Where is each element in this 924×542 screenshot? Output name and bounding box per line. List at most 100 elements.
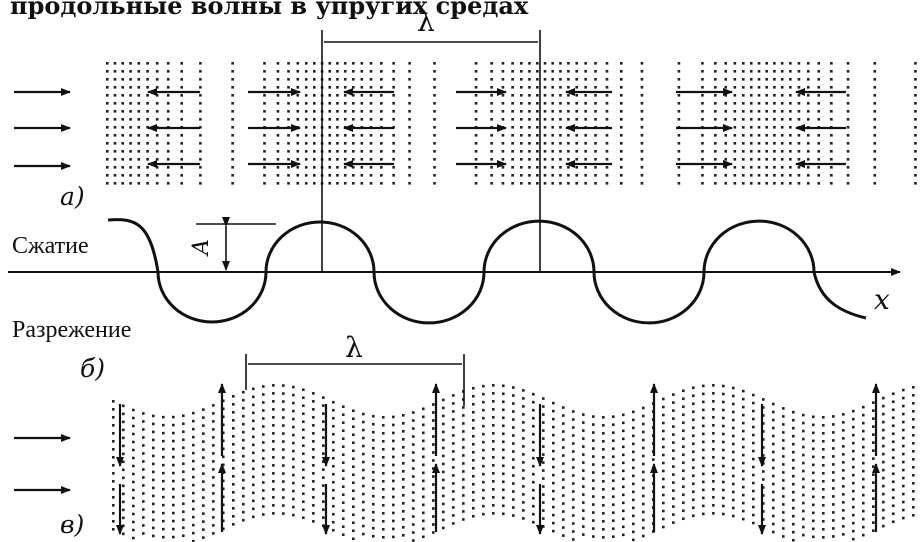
particle-dot [192,435,195,439]
particle-dot [692,458,695,462]
particle-dot [106,110,109,113]
particle-dot [472,426,475,430]
particle-dot [619,166,623,169]
particle-dot [129,70,132,73]
particle-dot [121,86,124,89]
particle-dot [592,447,595,450]
particle-dot [263,62,266,65]
particle-dot [242,422,245,426]
particle-dot [749,174,753,177]
particle-dot [282,416,285,419]
particle-dot [551,110,554,113]
particle-dot [328,182,332,185]
particle-dot [512,386,515,389]
particle-dot [914,150,917,153]
particle-dot [112,504,115,507]
particle-dot [433,182,436,185]
particle-dot [322,420,325,423]
particle-dot [360,158,364,161]
particle-dot [343,142,347,145]
particle-dot [433,126,436,129]
particle-dot [662,421,665,425]
particle-dot [677,102,681,105]
particle-dot [552,401,555,405]
particle-dot [572,410,575,413]
incoming-wave-arrows [14,88,71,494]
particle-dot [166,86,170,89]
particle-dot [112,512,115,515]
particle-dot [462,478,465,481]
particle-dot [749,166,753,169]
particle-dot [520,94,523,97]
particle-dot [146,150,149,153]
particle-dot [106,150,109,153]
particle-dot [352,473,355,477]
particle-dot [212,492,215,495]
particle-dot [472,482,475,486]
particle-dot [180,110,184,113]
particle-dot [677,86,681,89]
particle-dot [392,166,395,169]
particle-dot [492,384,495,387]
particle-dot [914,78,917,81]
particle-dot [262,505,265,508]
particle-dot [263,174,266,177]
particle-dot [112,432,115,435]
particle-dot [180,174,184,177]
particle-dot [752,489,755,493]
particle-dot [780,110,784,113]
particle-dot [594,62,597,65]
particle-dot [912,505,915,509]
particle-dot [522,389,525,392]
particle-dot [412,531,415,534]
particle-dot [112,528,115,531]
particle-dot [162,479,165,483]
particle-dot [502,488,505,492]
particle-dot [452,498,455,501]
particle-dot [474,94,478,97]
particle-dot [336,78,339,81]
particle-dot [575,94,579,97]
particle-dot [812,527,815,531]
particle-dot [433,118,436,121]
particle-dot [722,448,725,452]
particle-dot [146,182,149,185]
particle-dot [677,174,681,177]
particle-dot [605,142,609,145]
particle-dot [312,480,315,483]
particle-dot [192,443,195,447]
particle-dot [272,464,275,467]
particle-dot [180,142,184,145]
particle-dot [702,400,705,404]
particle-dot [232,475,235,478]
particle-dot [542,517,545,520]
particle-dot [408,110,411,113]
particle-dot [806,70,810,73]
particle-dot [882,420,885,424]
particle-dot [692,450,695,454]
particle-dot [520,86,523,89]
particle-dot [575,158,579,161]
particle-dot [732,450,735,454]
particle-dot [112,488,115,491]
particle-dot [511,102,514,105]
particle-dot [873,102,877,105]
particle-dot [702,424,705,428]
particle-dot [612,455,615,459]
particle-dot [182,510,185,514]
particle-dot [402,510,405,513]
displacement-arrows-c [116,383,880,535]
particle-dot [842,429,845,432]
particle-dot [551,94,554,97]
particle-dot [312,86,316,89]
particle-dot [292,457,295,461]
particle-dot [873,86,877,89]
particle-dot [765,134,768,137]
particle-dot [789,78,792,81]
particle-dot [212,460,215,463]
particle-dot [528,142,531,145]
particle-dot [432,459,435,462]
particle-dot [304,134,308,137]
particle-dot [862,453,865,457]
particle-dot [501,166,505,169]
